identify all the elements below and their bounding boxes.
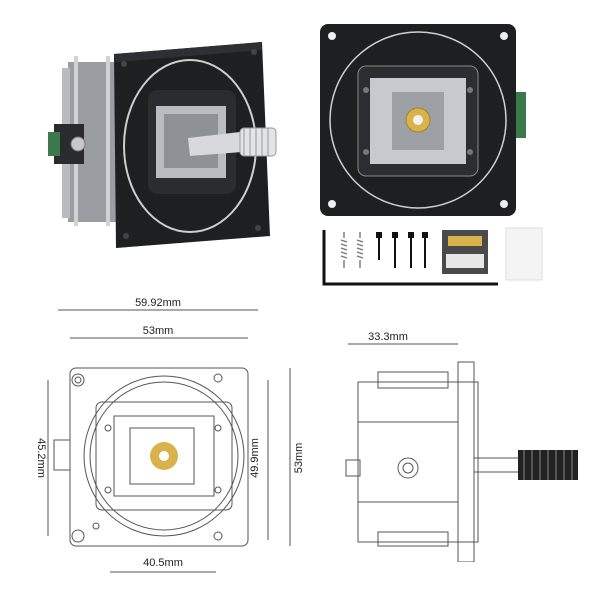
gimbal-angled-photo — [44, 28, 284, 258]
dim-height-right-inner: 49.9mm — [249, 438, 261, 478]
dim-width-inner: 53mm — [143, 325, 174, 337]
front-view-drawing: 59.92mm 53mm 45.2mm 49.9mm 53mm 40.5mm — [18, 290, 318, 590]
side-view-drawing: 33.3mm — [318, 322, 588, 562]
dim-height-left: 45.2mm — [35, 438, 47, 478]
gimbal-top-photo — [318, 22, 528, 222]
dim-depth: 33.3mm — [368, 331, 408, 343]
dim-width-outer: 59.92mm — [135, 297, 181, 309]
accessories-photo — [318, 222, 558, 288]
dim-height-right-outer: 53mm — [293, 443, 305, 474]
dim-width-bottom: 40.5mm — [143, 557, 183, 569]
